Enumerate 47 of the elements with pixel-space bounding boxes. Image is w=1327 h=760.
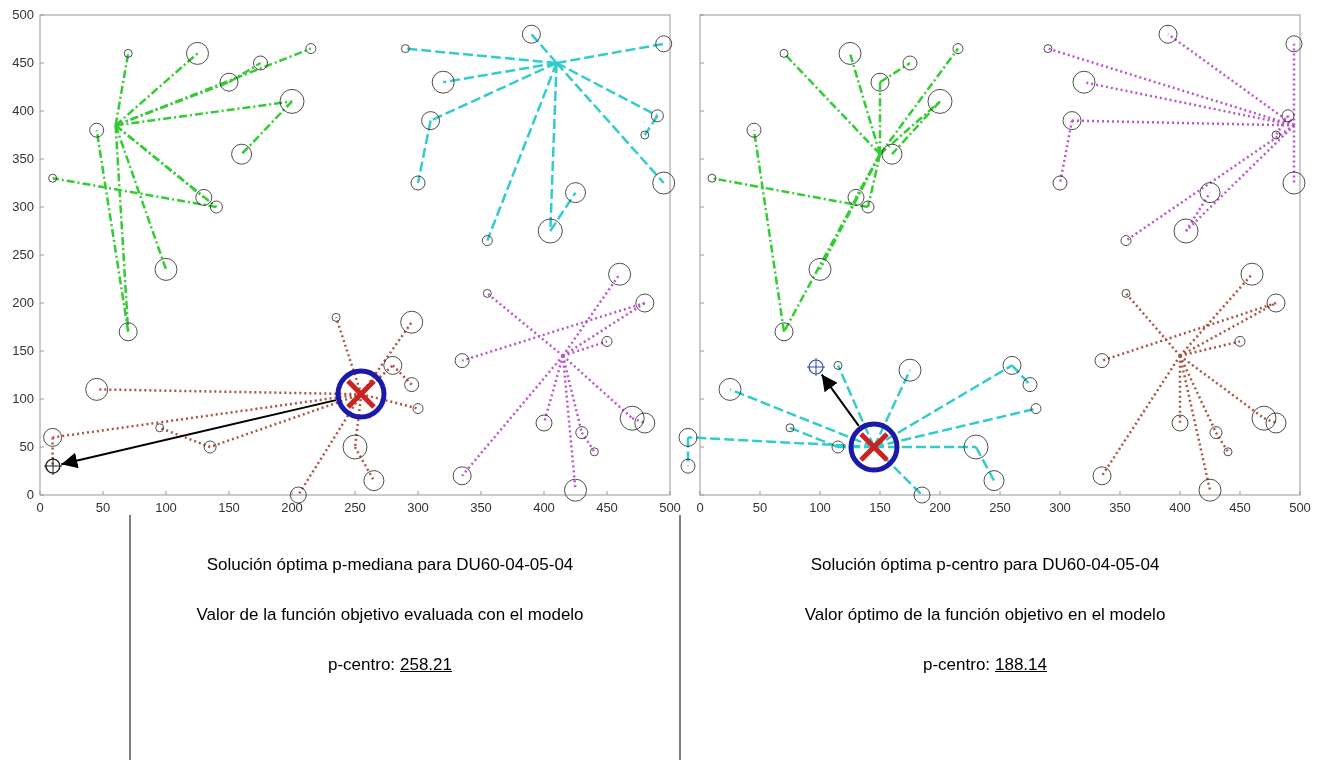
demand-point-marker (43, 457, 62, 476)
axis-tick-label: 200 (281, 500, 303, 515)
axis-tick-label: 100 (12, 391, 34, 406)
demand-point-marker (807, 358, 826, 377)
caption-text: p-centro: (923, 655, 991, 675)
axis-tick-label: 100 (809, 500, 831, 515)
axis-tick-label: 150 (869, 500, 891, 515)
axis-tick-label: 400 (1169, 500, 1191, 515)
axis-tick-label: 350 (470, 500, 492, 515)
axis-tick-label: 300 (1049, 500, 1071, 515)
caption-text: Valor óptimo de la función objetivo en el modelo (804, 605, 1166, 625)
axis-tick-label: 200 (929, 500, 951, 515)
facility-marker (848, 421, 900, 473)
axis-tick-label: 450 (596, 500, 618, 515)
objective-value: 188.14 (995, 655, 1047, 675)
axis-tick-label: 50 (95, 500, 111, 515)
caption-text: Valor de la función objetivo evaluada con el modelo (196, 605, 584, 625)
axis-tick-label: 250 (344, 500, 366, 515)
caption-text: p-centro: (328, 655, 396, 675)
axis-tick-label: 350 (12, 151, 34, 166)
axis-tick-label: 300 (407, 500, 429, 515)
axis-tick-label: 200 (12, 295, 34, 310)
axis-tick-label: 250 (989, 500, 1011, 515)
axis-tick-label: 0 (696, 500, 704, 515)
objective-value: 258.21 (400, 655, 452, 675)
axis-tick-label: 400 (12, 103, 34, 118)
axis-tick-label: 0 (26, 487, 34, 502)
axis-tick-label: 450 (12, 55, 34, 70)
axis-tick-label: 50 (752, 500, 768, 515)
axis-tick-label: 350 (1109, 500, 1131, 515)
arrow (820, 373, 860, 427)
facility-marker (335, 368, 388, 421)
axis-tick-label: 100 (155, 500, 177, 515)
axis-tick-label: 500 (659, 500, 681, 515)
axis-tick-label: 500 (12, 7, 34, 22)
axis-tick-label: 250 (12, 247, 34, 262)
axis-tick-label: 400 (533, 500, 555, 515)
caption-text: Solución óptima p-mediana para DU60-04-05-04 (206, 555, 574, 575)
axis-tick-label: 50 (19, 439, 34, 454)
axis-tick-label: 300 (12, 199, 34, 214)
axis-tick-label: 150 (12, 343, 34, 358)
axis-tick-label: 150 (218, 500, 240, 515)
caption-text: Solución óptima p-centro para DU60-04-05-04 (810, 555, 1160, 575)
axis-tick-label: 0 (36, 500, 44, 515)
axis-tick-label: 500 (1289, 500, 1311, 515)
arrow (60, 399, 337, 469)
axis-tick-label: 450 (1229, 500, 1251, 515)
